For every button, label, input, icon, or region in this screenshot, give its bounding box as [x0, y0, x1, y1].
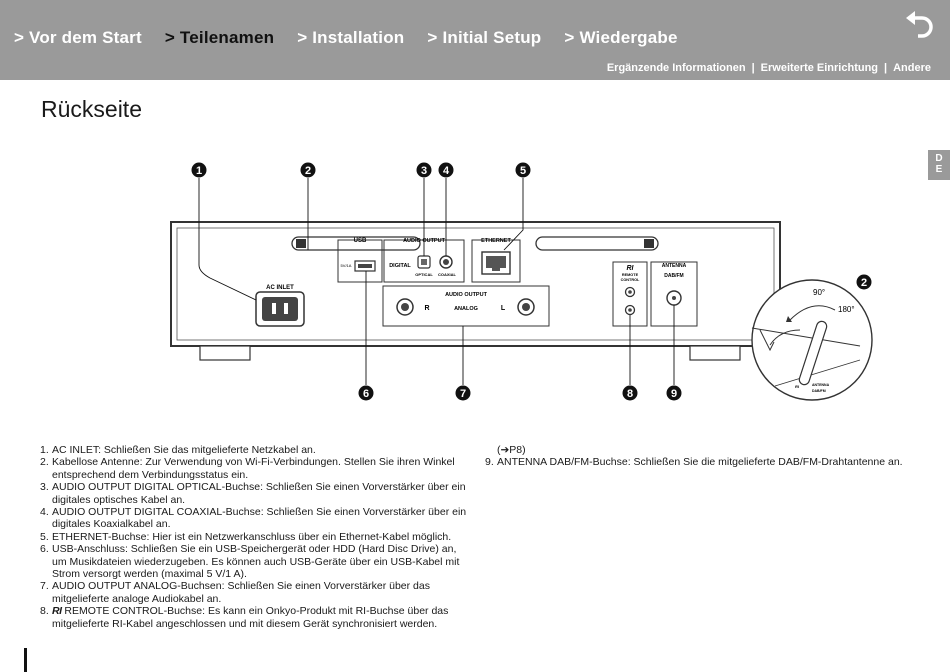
list-item: 4.AUDIO OUTPUT DIGITAL COAXIAL-Buchse: S…	[40, 506, 467, 531]
callout-8: 8	[622, 385, 638, 401]
svg-text:ANTENNA: ANTENNA	[662, 263, 687, 269]
rear-panel-diagram: 1 2 3 4 5 2 6 7 8 9	[170, 162, 873, 401]
device-chassis	[170, 221, 781, 361]
callout-4: 4	[438, 162, 454, 178]
svg-text:ETHERNET: ETHERNET	[481, 238, 511, 244]
svg-text:8: 8	[627, 388, 633, 400]
main-nav: > Vor dem Start > Teilenamen > Installat…	[14, 28, 701, 48]
svg-text:DAB/FM: DAB/FM	[812, 389, 826, 393]
subnav-separator: |	[884, 62, 888, 74]
page-reference-link[interactable]: (➔P8)	[497, 444, 526, 456]
list-item: 8.RI REMOTE CONTROL-Buchse: Es kann ein …	[40, 605, 449, 630]
svg-text:USB: USB	[354, 238, 367, 244]
svg-text:ANTENNA: ANTENNA	[812, 383, 830, 387]
list-item: 9.ANTENNA DAB/FM-Buchse: Schließen Sie d…	[485, 456, 903, 469]
svg-text:RI: RI	[627, 265, 635, 272]
callout-2: 2	[300, 162, 316, 178]
return-arrow-icon	[906, 11, 933, 38]
svg-text:AUDIO OUTPUT: AUDIO OUTPUT	[445, 292, 488, 298]
svg-text:L: L	[501, 305, 506, 312]
svg-text:AC INLET: AC INLET	[266, 285, 294, 291]
svg-text:3: 3	[421, 165, 427, 177]
usb-port-group: USB 5V/1A	[337, 238, 383, 283]
list-item: 5.ETHERNET-Buchse: Hier ist ein Netzwerk…	[40, 530, 452, 543]
svg-text:5: 5	[520, 165, 526, 177]
subnav-link-erweiterte-einrichtung[interactable]: Erweiterte Einrichtung	[760, 62, 879, 74]
description-list-right: (➔P8) 9.ANTENNA DAB/FM-Buchse: Schließen…	[485, 444, 925, 469]
svg-text:7: 7	[460, 388, 466, 400]
nav-item-vor-dem-start[interactable]: > Vor dem Start	[14, 28, 142, 47]
audio-output-analog-group: AUDIO OUTPUT R ANALOG L	[382, 285, 550, 327]
svg-text:4: 4	[443, 165, 450, 177]
list-item: 1.AC INLET: Schließen Sie das mitgeliefe…	[40, 444, 316, 456]
ethernet-port-group: ETHERNET	[471, 238, 521, 283]
callout-9: 9	[666, 385, 682, 401]
callout-6: 6	[358, 385, 374, 401]
svg-text:9: 9	[671, 388, 677, 400]
ri-logo: RI	[52, 605, 62, 618]
sub-navigation: Ergänzende Informationen | Erweiterte Ei…	[607, 62, 931, 74]
svg-text:RI: RI	[795, 384, 800, 389]
svg-text:OPTICAL: OPTICAL	[415, 272, 433, 277]
back-button[interactable]	[904, 8, 938, 38]
nav-item-teilenamen[interactable]: > Teilenamen	[164, 28, 275, 47]
svg-text:90°: 90°	[813, 288, 825, 297]
svg-text:2: 2	[861, 277, 867, 289]
callout-7: 7	[455, 385, 471, 401]
antenna-angle-detail: 90° 180° RI ANTENNA DAB/FM	[751, 279, 873, 401]
callout-3: 3	[416, 162, 432, 178]
description-list-left: 1.AC INLET: Schließen Sie das mitgeliefe…	[40, 444, 470, 630]
svg-text:5V/1A: 5V/1A	[341, 263, 352, 268]
svg-text:REMOTE: REMOTE	[622, 273, 639, 277]
subnav-link-andere[interactable]: Andere	[893, 62, 931, 74]
subnav-separator: |	[751, 62, 755, 74]
ac-inlet: AC INLET	[255, 285, 305, 327]
antenna-right	[535, 236, 659, 251]
list-item: 2.Kabellose Antenne: Zur Verwendung von …	[40, 456, 455, 481]
list-item: 6.USB-Anschluss: Schließen Sie ein USB-S…	[40, 543, 460, 581]
remote-control-ri-group: RI REMOTE CONTROL	[612, 261, 648, 327]
page-title: Rückseite	[41, 96, 142, 122]
subnav-link-ergaenzende-informationen[interactable]: Ergänzende Informationen	[606, 62, 746, 74]
nav-item-initial-setup[interactable]: > Initial Setup	[427, 28, 542, 47]
svg-text:CONTROL: CONTROL	[621, 278, 640, 282]
callout-1: 1	[191, 162, 207, 178]
top-navigation-bar: > Vor dem Start > Teilenamen > Installat…	[0, 0, 950, 80]
svg-text:180°: 180°	[838, 305, 855, 314]
callout-2-detail: 2	[856, 274, 872, 290]
svg-text:2: 2	[305, 165, 311, 177]
list-item: 3.AUDIO OUTPUT DIGITAL OPTICAL-Buchse: S…	[40, 481, 466, 506]
nav-item-wiedergabe[interactable]: > Wiedergabe	[564, 28, 678, 47]
svg-text:6: 6	[363, 388, 369, 400]
svg-text:DAB/FM: DAB/FM	[664, 273, 683, 279]
list-item-continuation: (➔P8)	[485, 444, 925, 456]
svg-text:COAXIAL: COAXIAL	[438, 272, 457, 277]
page-edge-marker	[24, 648, 27, 672]
svg-text:DIGITAL: DIGITAL	[389, 263, 411, 269]
callout-5: 5	[515, 162, 531, 178]
svg-text:R: R	[424, 305, 429, 312]
svg-text:ANALOG: ANALOG	[454, 306, 478, 312]
svg-text:1: 1	[196, 165, 202, 177]
list-item: 7.AUDIO OUTPUT ANALOG-Buchsen: Schließen…	[40, 580, 430, 605]
nav-item-installation[interactable]: > Installation	[297, 28, 405, 47]
